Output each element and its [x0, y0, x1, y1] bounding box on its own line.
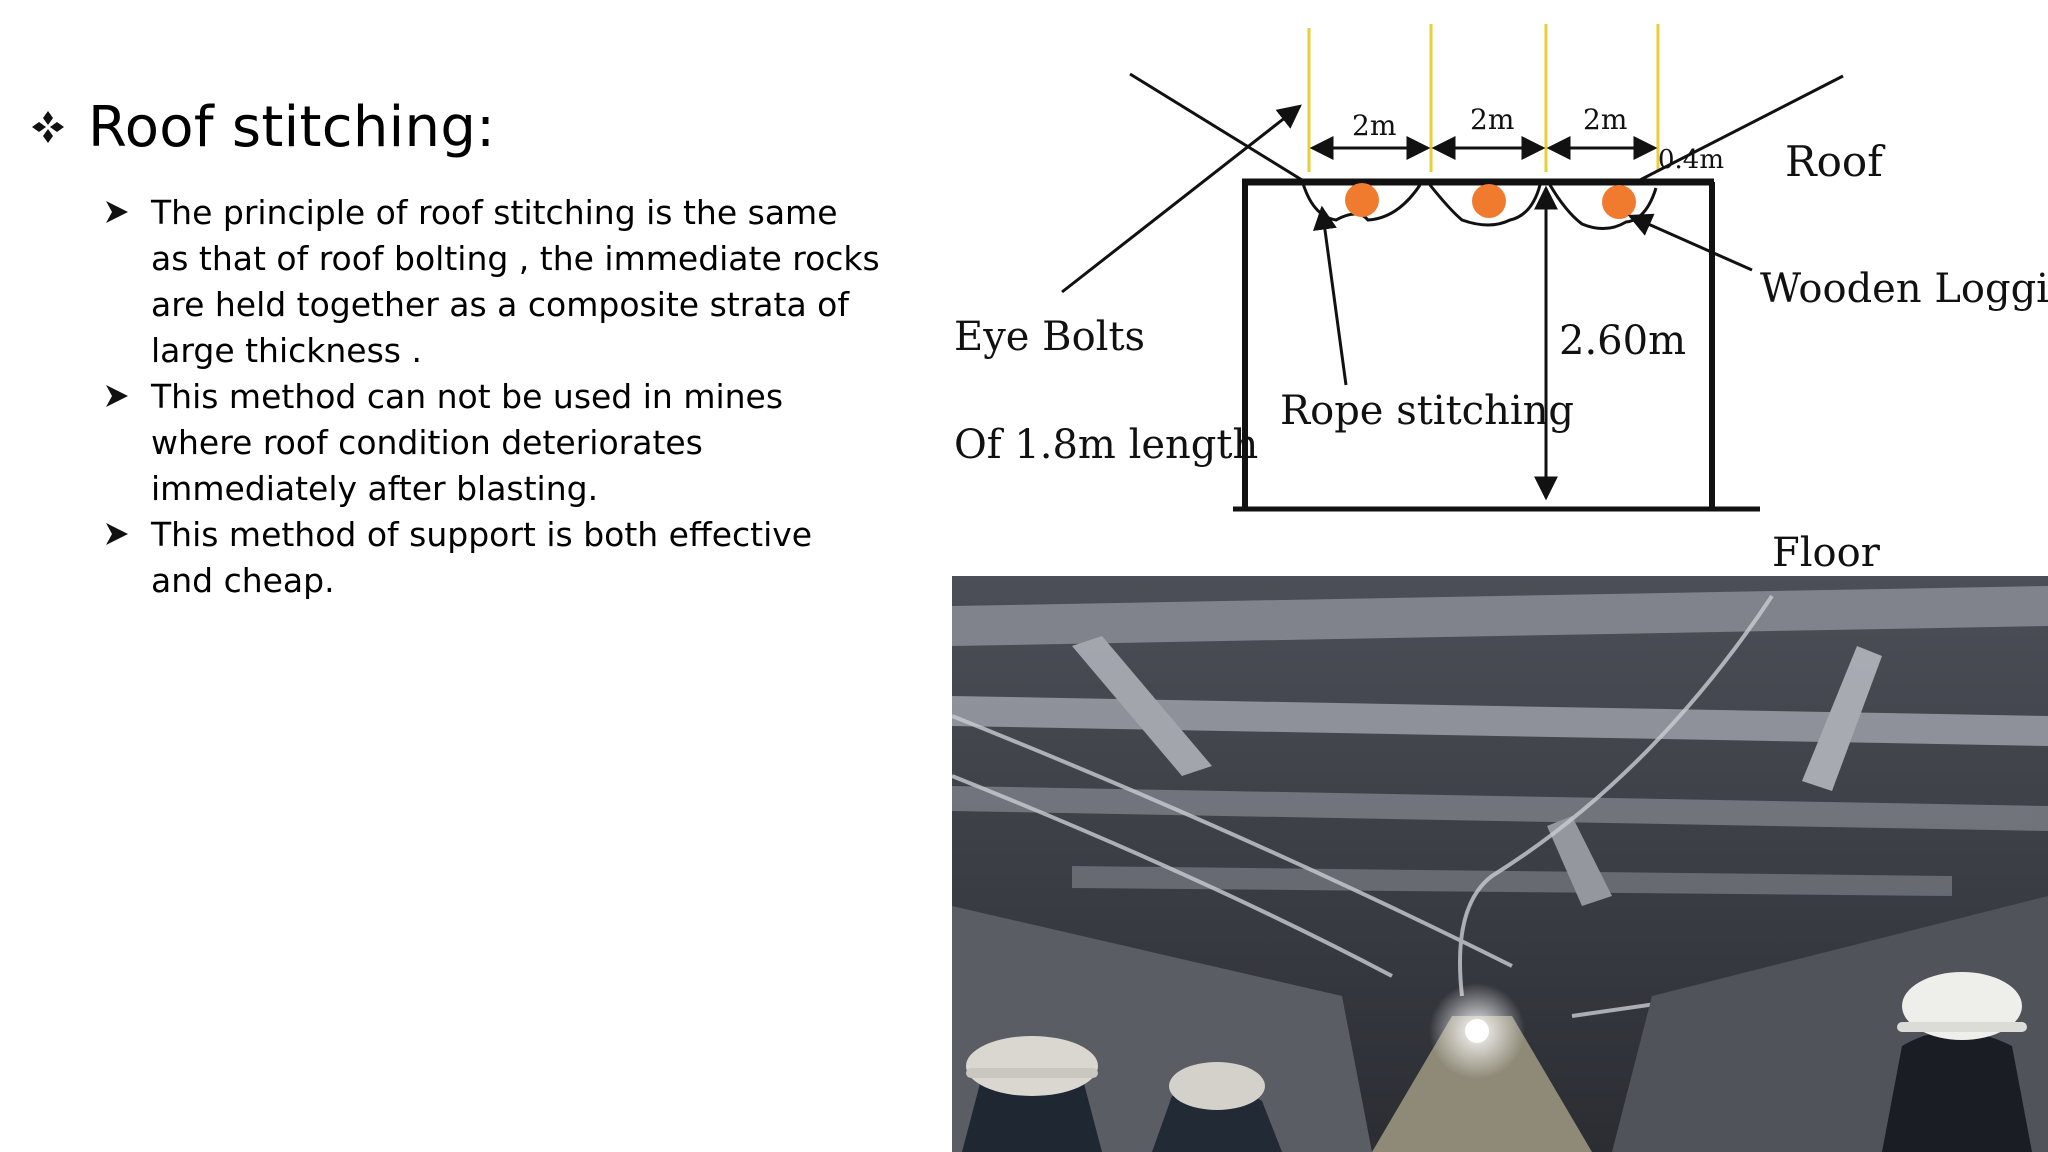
tunnel-floor — [1372, 1016, 1592, 1152]
eye-bolt-line-left — [1129, 72, 1303, 182]
roof-pointer-line — [1639, 74, 1844, 182]
miner-left — [962, 1036, 1102, 1152]
miner-right — [1882, 972, 2032, 1152]
title-row: Roof stitching: — [30, 92, 495, 162]
spacing-label: 0.4m — [1658, 145, 1724, 175]
bullet-item: The principle of roof stitching is the s… — [104, 190, 884, 374]
spacing-label: 2m — [1470, 103, 1514, 136]
bullet-item: This method can not be used in mines whe… — [104, 374, 884, 512]
roof-timbers — [952, 586, 2048, 906]
mine-roadway-photo — [952, 576, 2048, 1152]
lamp — [1465, 1019, 1489, 1043]
bullet-text: The principle of roof stitching is the s… — [151, 193, 880, 370]
eye-bolts-length-label: Of 1.8m length — [954, 422, 1258, 468]
eye-bolts-label: Eye Bolts — [954, 314, 1145, 360]
rope-stitching-pointer — [1313, 205, 1348, 386]
bolt-lines — [1307, 24, 1660, 172]
loggings-pointer — [1627, 213, 1753, 272]
logging-circle — [1602, 185, 1636, 219]
mine-roadway-illustration — [952, 576, 2048, 1152]
height-label: 2.60m — [1559, 318, 1686, 364]
four-diamond-bullet-icon — [32, 111, 64, 143]
bullet-text: This method of support is both effective… — [151, 515, 813, 600]
spacing-label: 2m — [1352, 109, 1396, 142]
wooden-loggings — [1345, 183, 1636, 219]
bullet-text: This method can not be used in mines whe… — [151, 377, 784, 508]
eye-bolt-line-right — [1061, 104, 1302, 294]
arrowhead-bullet-icon — [106, 385, 128, 407]
logging-circle — [1345, 183, 1379, 217]
miner-middle — [1152, 1062, 1282, 1152]
slide-title: Roof stitching: — [88, 94, 496, 160]
floor-label: Floor — [1772, 530, 1881, 576]
spacing-label: 2m — [1583, 103, 1627, 136]
roof-stitching-diagram: 2m 2m 2m 0.4m Roof Wooden Loggings Eye B… — [954, 24, 2048, 576]
roof-label: Roof — [1785, 137, 1886, 186]
bullet-item: This method of support is both effective… — [104, 512, 884, 604]
arrowhead-bullet-icon — [106, 523, 128, 545]
arrowhead-bullet-icon — [106, 201, 128, 223]
rope-stitching-label: Rope stitching — [1280, 388, 1574, 434]
wooden-loggings-label: Wooden Loggings — [1760, 266, 2048, 312]
bullet-list: The principle of roof stitching is the s… — [104, 190, 884, 604]
logging-circle — [1472, 184, 1506, 218]
